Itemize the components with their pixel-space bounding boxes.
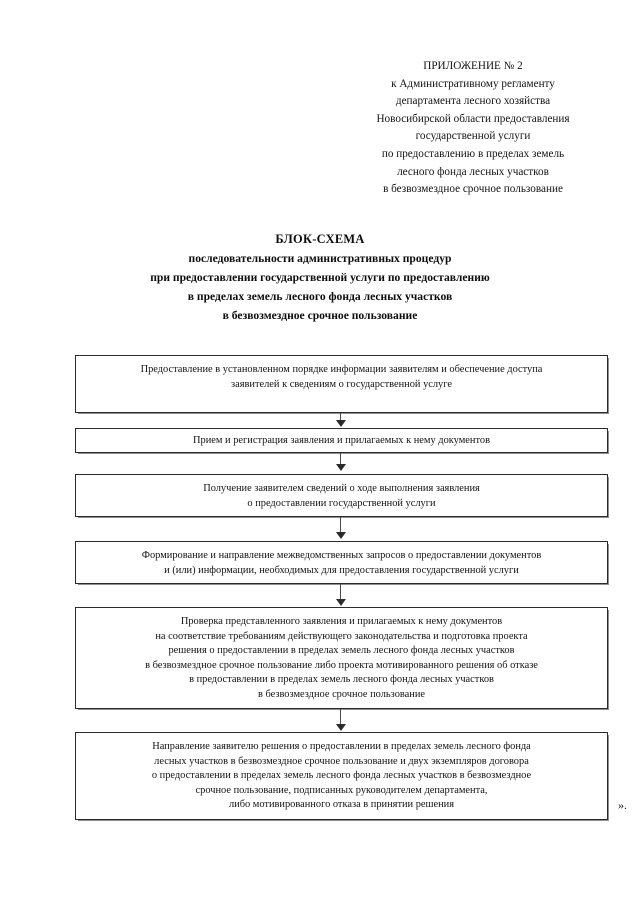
flowchart-step-6-line-3: о предоставлении в пределах земель лесно… — [151, 770, 532, 782]
page-title-line-2: последовательности административных проц… — [188, 252, 452, 265]
appendix-header-line-4: Новосибирской области предоставления — [376, 112, 570, 125]
flowchart-step-5-line-4: в безвозмездное срочное пользование либо… — [145, 659, 538, 671]
flowchart-connector-2-3-line — [340, 453, 341, 465]
flowchart-step-5-line-3: решения о предоставлении в пределах земе… — [168, 645, 515, 657]
flowchart-step-2-line-1: Прием и регистрация заявления и прилагае… — [193, 435, 490, 446]
flowchart-step-4: Формирование и направление межведомствен… — [75, 541, 608, 584]
page-title-line-4: в пределах земель лесного фонда лесных у… — [187, 290, 453, 303]
flowchart-connector-3-4-line — [340, 517, 341, 533]
flowchart-step-6-line-5: либо мотивированного отказа в принятии р… — [228, 799, 455, 811]
flowchart-step-5-line-6: в безвозмездное срочное пользование — [257, 688, 426, 700]
flowchart-step-5-line-1: Проверка представленного заявления и при… — [180, 616, 503, 627]
appendix-header-line-6: по предоставлению в пределах земель — [381, 147, 565, 160]
flowchart-connector-5-6-arrow-icon — [336, 724, 346, 731]
appendix-header-line-2: к Административному регламенту — [391, 77, 555, 90]
flowchart-step-5: Проверка представленного заявления и при… — [75, 607, 608, 709]
page-title: БЛОК-СХЕМА последовательности администра… — [30, 230, 610, 325]
appendix-header-line-7: лесного фонда лесных участков — [397, 165, 549, 178]
flowchart-step-3: Получение заявителем сведений о ходе вып… — [75, 474, 608, 517]
flowchart-step-1-line-1: Предоставление в установленном порядке и… — [140, 364, 543, 375]
flowchart-connector-5-6-line — [340, 709, 341, 725]
flowchart-step-1: Предоставление в установленном порядке и… — [75, 355, 608, 413]
flowchart-connector-1-2-line — [340, 413, 341, 422]
flowchart-step-6-line-4: срочное пользование, подписанных руковод… — [195, 784, 488, 796]
flowchart-step-6: Направление заявителю решения о предоста… — [75, 732, 608, 820]
page-title-line-1: БЛОК-СХЕМА — [275, 232, 365, 246]
flowchart-connector-1-2-arrow-icon — [336, 420, 346, 427]
page-title-line-3: при предоставлении государственной услуг… — [150, 271, 490, 284]
appendix-header-block: ПРИЛОЖЕНИЕ № 2 к Административному регла… — [332, 58, 614, 199]
flowchart-step-3-line-1: Получение заявителем сведений о ходе вып… — [203, 483, 480, 494]
appendix-header-line-3: департамента лесного хозяйства — [395, 95, 551, 108]
appendix-header-line-8: в безвозмездное срочное пользование — [383, 183, 563, 196]
appendix-header-line-1: ПРИЛОЖЕНИЕ № 2 — [423, 60, 523, 72]
appendix-header-line-5: государственной услуги — [415, 130, 531, 143]
flowchart-step-5-line-5: в предоставлении в пределах земель лесно… — [189, 674, 494, 686]
page-title-line-5: в безвозмездное срочное пользование — [222, 309, 418, 322]
flowchart-step-1-line-2: заявителей к сведениям о государственной… — [231, 378, 452, 390]
flowchart-step-5-line-2: на соответствие требованиям действующего… — [155, 630, 528, 642]
flowchart-connector-3-4-arrow-icon — [336, 532, 346, 539]
flowchart-step-6-line-2: лесных участков в безвозмездное срочное … — [154, 755, 529, 767]
flowchart-step-4-line-2: и (или) информации, необходимых для пред… — [164, 564, 519, 576]
closing-quotation-mark: ». — [618, 798, 627, 812]
flowchart-step-3-line-2: о предоставлении государственной услуги — [247, 497, 436, 509]
flowchart-step-2: Прием и регистрация заявления и прилагае… — [75, 428, 608, 453]
flowchart-step-6-line-1: Направление заявителю решения о предоста… — [152, 741, 531, 752]
flowchart-connector-2-3-arrow-icon — [336, 464, 346, 471]
flowchart-connector-4-5-line — [340, 584, 341, 600]
flowchart-step-4-line-1: Формирование и направление межведомствен… — [141, 550, 542, 561]
flowchart-connector-4-5-arrow-icon — [336, 599, 346, 606]
